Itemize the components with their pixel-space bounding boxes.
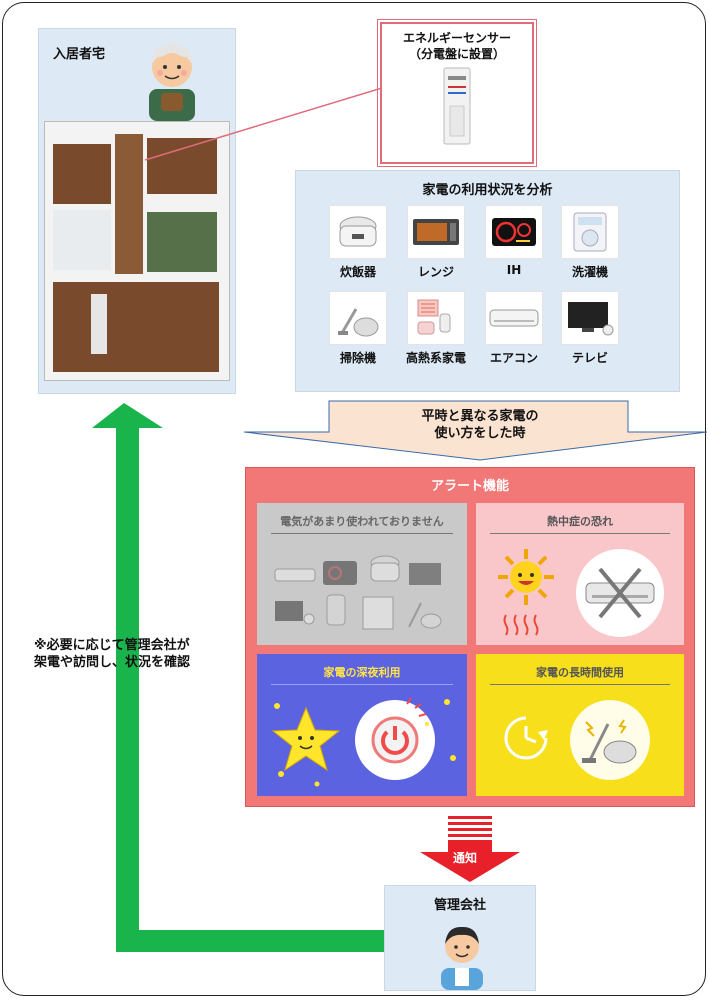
staff-person-illustration	[441, 926, 483, 990]
elderly-man-illustration	[149, 43, 195, 121]
appliance-label: エアコン	[489, 351, 538, 365]
note-text: ※必要に応じて管理会社が 架電や訪問し、状況を確認	[34, 637, 190, 671]
appliance-label: IH	[506, 263, 522, 277]
microwave-icon	[407, 205, 465, 259]
appliance-washing-machine: 洗濯機	[554, 205, 626, 280]
trigger-line-1: 平時と異なる家電の	[421, 409, 539, 424]
heater-icon	[407, 291, 465, 345]
resident-house-panel: 入居者宅	[38, 28, 236, 394]
power-button-icon	[355, 697, 435, 780]
alert-card-title: 家電の深夜利用	[323, 666, 401, 679]
appliance-microwave: レンジ	[400, 205, 472, 280]
appliance-ih: IH	[478, 205, 550, 277]
air-conditioner-off-icon	[576, 549, 664, 637]
heat-waves-icon	[503, 614, 539, 636]
alert-card-late-night: 家電の深夜利用	[257, 654, 467, 796]
notify-label: 通知	[453, 851, 478, 865]
alert-card-unused: 電気があまり使われておりません	[257, 503, 467, 645]
alert-card-title: 家電の長時間使用	[536, 666, 624, 679]
divider	[271, 684, 453, 685]
appliance-rice-cooker: 炊飯器	[322, 205, 394, 280]
trigger-text: 平時と異なる家電の 使い方をした時	[380, 408, 580, 442]
clock-icon	[504, 716, 548, 760]
tatami-room	[147, 212, 217, 272]
appliance-label: 掃除機	[339, 351, 376, 365]
note-line-1: ※必要に応じて管理会社が	[34, 638, 190, 653]
appliance-label: テレビ	[571, 351, 608, 365]
appliance-label: 洗濯機	[571, 265, 608, 279]
appliance-analysis-panel: 家電の利用状況を分析 炊飯器 レンジ IH 洗濯機 掃除機 高熱系家電	[295, 170, 680, 392]
appliance-label: 炊飯器	[339, 265, 376, 279]
divider	[490, 684, 670, 685]
appliance-label: レンジ	[417, 265, 454, 279]
room-top-left	[53, 144, 111, 204]
living-room	[53, 282, 219, 372]
small-stars-icon	[274, 699, 456, 787]
rice-cooker-icon	[329, 205, 387, 259]
room-top-right	[147, 138, 217, 194]
analysis-title: 家電の利用状況を分析	[422, 183, 553, 198]
sensor-device-icon	[443, 67, 471, 145]
resident-title: 入居者宅	[53, 47, 106, 62]
alert-title: アラート機能	[430, 479, 509, 494]
note-line-2: 架電や訪問し、状況を確認	[34, 655, 191, 670]
appliance-vacuum: 掃除機	[322, 291, 394, 366]
floor-plan	[44, 121, 230, 381]
management-company-panel: 管理会社	[384, 885, 536, 991]
idle-appliances-icon	[274, 555, 442, 630]
tv-icon	[561, 291, 619, 345]
sun-icon	[498, 549, 554, 605]
air-conditioner-icon	[485, 291, 543, 345]
alert-card-long-use: 家電の長時間使用	[476, 654, 684, 796]
appliance-heater: 高熱系家電	[400, 291, 472, 366]
washing-machine-icon	[561, 205, 619, 259]
sensor-title: エネルギーセンサー	[402, 31, 511, 45]
appliance-tv: テレビ	[554, 291, 626, 366]
vacuum-running-icon	[570, 700, 650, 780]
sensor-subtitle: （分電盤に設置）	[408, 47, 505, 61]
hallway	[115, 134, 143, 274]
divider	[271, 533, 453, 534]
kitchen-counter	[91, 294, 107, 354]
star-character-icon	[271, 706, 341, 772]
washroom	[53, 210, 111, 270]
alert-card-title: 熱中症の恐れ	[547, 515, 613, 528]
alert-card-title: 電気があまり使われておりません	[280, 515, 444, 528]
company-title: 管理会社	[433, 898, 486, 913]
ih-cooktop-icon	[485, 205, 543, 259]
alert-card-heatstroke: 熱中症の恐れ	[476, 503, 684, 645]
trigger-line-2: 使い方をした時	[434, 426, 526, 441]
appliance-label: 高熱系家電	[405, 351, 466, 365]
alert-function-panel: アラート機能 電気があまり使われておりません 熱中症の恐れ	[245, 467, 695, 807]
divider	[490, 533, 670, 534]
appliance-air-conditioner: エアコン	[478, 291, 550, 366]
energy-sensor-box: エネルギーセンサー （分電盤に設置）	[377, 19, 537, 167]
vacuum-icon	[329, 291, 387, 345]
